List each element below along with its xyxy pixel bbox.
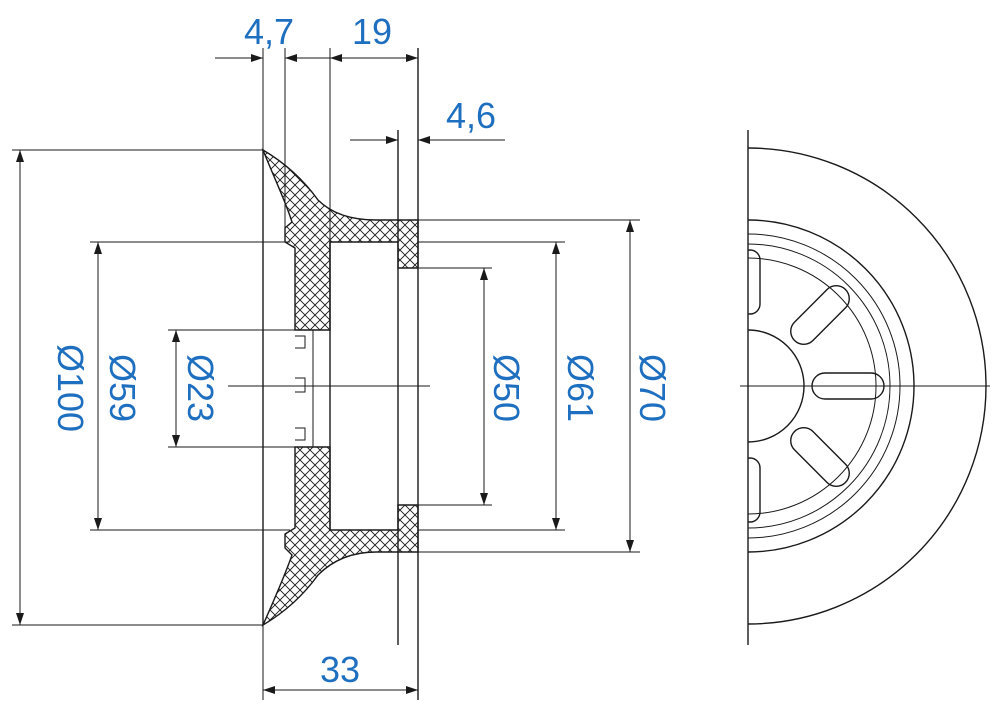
section-view [12, 48, 640, 700]
dim-recess-diameter: Ø59 [102, 354, 143, 422]
section-hatch-lower [261, 446, 419, 627]
dim-ring-outer-diameter: Ø70 [632, 354, 673, 422]
dim-outer-diameter: Ø100 [50, 344, 91, 432]
dim-hub-diameter: Ø23 [180, 354, 221, 422]
dim-ring-thickness: 4,6 [446, 95, 496, 136]
dimension-labels: 4,7 19 4,6 33 Ø100 Ø59 Ø23 Ø50 Ø61 Ø70 [50, 11, 673, 690]
dim-bore-diameter: Ø50 [486, 354, 527, 422]
dimension-lines [16, 54, 634, 694]
dim-ring-inner-diameter: Ø61 [560, 354, 601, 422]
section-hatch-upper [261, 148, 419, 331]
end-view [740, 130, 990, 645]
dim-flange-thickness: 4,7 [244, 11, 294, 52]
dim-overall-length: 33 [320, 649, 360, 690]
dim-neck-length: 19 [352, 11, 392, 52]
